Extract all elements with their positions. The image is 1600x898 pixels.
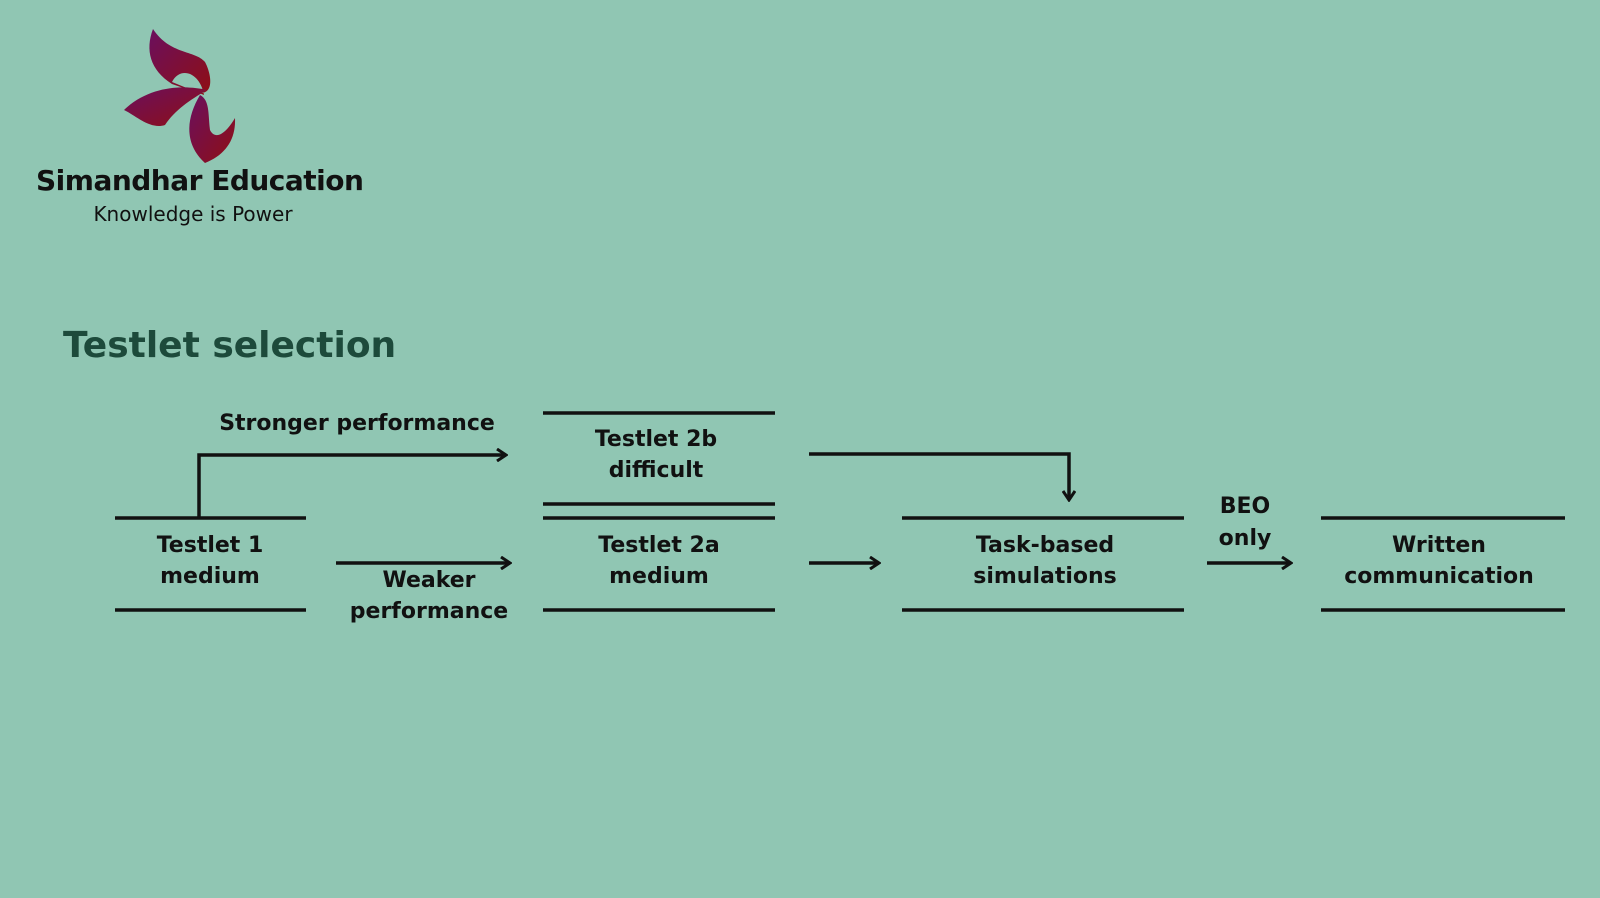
label: Testlet 2a bbox=[598, 533, 720, 558]
stronger-label: Stronger performance bbox=[219, 411, 495, 436]
brand-name: Simandhar Education bbox=[36, 164, 364, 197]
label: medium bbox=[160, 564, 260, 589]
label: Testlet 1 bbox=[156, 533, 264, 558]
label: performance bbox=[349, 599, 509, 624]
label: simulations bbox=[973, 564, 1117, 589]
logo-icon bbox=[124, 29, 236, 163]
difficult-to-tbs-arrow bbox=[809, 452, 1069, 500]
label: only bbox=[1218, 526, 1272, 551]
label: difficult bbox=[608, 458, 704, 483]
label: Written bbox=[1392, 533, 1486, 558]
written-box: Written communication bbox=[1344, 530, 1534, 592]
tbs-box: Task-based simulations bbox=[973, 530, 1117, 592]
testlet2a-box: Testlet 2a medium bbox=[598, 530, 719, 592]
label: medium bbox=[609, 564, 709, 589]
stronger-arrow bbox=[197, 455, 506, 518]
weaker-label: Weaker performance bbox=[350, 565, 508, 627]
label: communication bbox=[1344, 564, 1534, 589]
brand-tagline: Knowledge is Power bbox=[93, 202, 293, 226]
label: Weaker bbox=[382, 568, 476, 593]
label: Task-based bbox=[975, 533, 1115, 558]
page-title: Testlet selection bbox=[63, 325, 397, 366]
beo-label: BEO only bbox=[1219, 491, 1272, 555]
testlet1-box: Testlet 1 medium bbox=[157, 530, 264, 592]
label: BEO bbox=[1219, 494, 1271, 519]
testlet2b-box: Testlet 2b difficult bbox=[595, 424, 717, 486]
label: Testlet 2b bbox=[594, 427, 718, 452]
